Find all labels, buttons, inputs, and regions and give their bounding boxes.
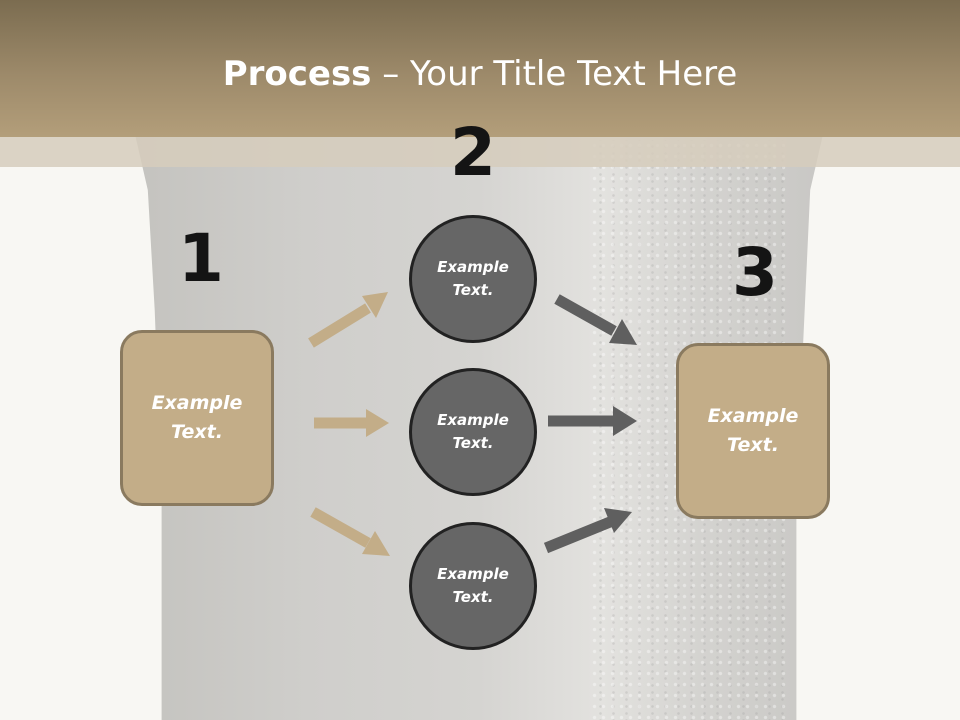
arrow-top-to-right (554, 294, 637, 345)
arrow-middle-to-right (548, 406, 637, 436)
right-step-text: Example Text. (707, 405, 799, 456)
arrow-left-to-top (308, 292, 388, 348)
step-number-1: 1 (178, 220, 224, 297)
circle-bottom: Example Text. (409, 522, 537, 650)
right-step-box: Example Text. (676, 343, 830, 519)
arrow-bottom-to-right (543, 508, 632, 554)
header-band (0, 0, 960, 137)
step-number-2: 2 (450, 114, 496, 191)
left-step-text: Example Text. (151, 392, 243, 443)
arrow-left-to-bottom (310, 507, 390, 556)
title-bold: Process (222, 54, 372, 94)
title-rest: – Your Title Text Here (371, 54, 738, 94)
circle-bottom-text: Example Text. (437, 565, 509, 606)
left-step-box: Example Text. (120, 330, 274, 506)
circle-top: Example Text. (409, 215, 537, 343)
arrow-left-to-middle (314, 409, 389, 437)
circle-middle: Example Text. (409, 368, 537, 496)
slide-title: Process – Your Title Text Here (0, 50, 960, 98)
header-strip (0, 137, 960, 167)
circle-middle-text: Example Text. (437, 411, 509, 452)
circle-top-text: Example Text. (437, 258, 509, 299)
step-number-3: 3 (732, 234, 778, 311)
